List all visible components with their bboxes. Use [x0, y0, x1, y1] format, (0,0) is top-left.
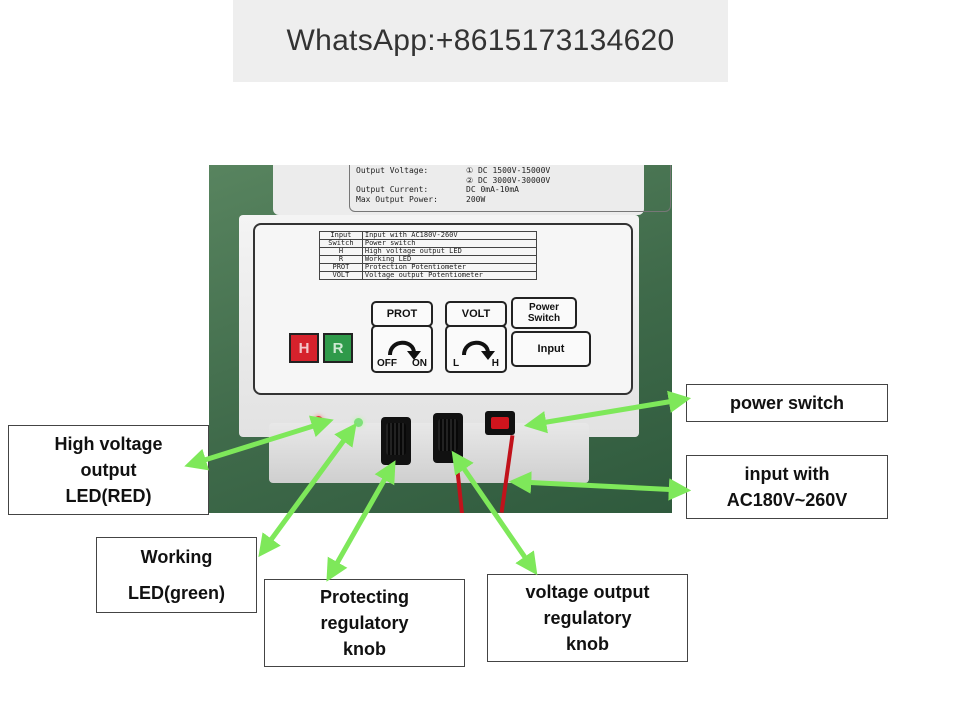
spec-output-current-label: Output Current: — [356, 185, 429, 194]
voltage-knob-callout-text: voltage output regulatory knob — [525, 582, 650, 654]
spec-max-power-value: 200W — [466, 195, 486, 204]
working-led-callout-text: Working LED(green) — [127, 547, 225, 603]
voltage-knob-callout: voltage output regulatory knob — [487, 574, 688, 662]
clockwise-arrow-icon — [462, 340, 495, 360]
volt-low-label: L — [453, 358, 460, 369]
hv-led-callout: High voltage output LED(RED) — [8, 425, 209, 515]
protecting-knob-arrow — [326, 460, 396, 582]
power-switch-callout: power switch — [686, 384, 888, 422]
spec-voltage-range-1: ① DC 1500V-15000V — [466, 166, 551, 175]
spec-output-voltage-label: Output Voltage: — [356, 166, 429, 175]
legend-description: Voltage output Potentiometer — [361, 271, 538, 280]
prot-on-label: ON — [412, 358, 427, 369]
r-led-badge: R — [323, 333, 353, 363]
working-led-callout: Working LED(green) — [96, 537, 257, 613]
volt-high-label: H — [491, 358, 499, 369]
working-led-arrow — [258, 422, 357, 558]
prot-off-label: OFF — [377, 358, 397, 369]
green-led — [354, 418, 363, 427]
hv-led-callout-text: High voltage output LED(RED) — [54, 434, 163, 506]
power-switch-arrow — [523, 390, 692, 434]
spec-max-power-label: Max Output Power: — [356, 195, 438, 204]
input-label-text: Input — [537, 342, 565, 355]
power-switch-label: Power Switch — [511, 297, 577, 329]
input-callout-text: input with AC180V~260V — [726, 464, 848, 510]
prot-knob-legend: OFF ON — [371, 325, 433, 373]
spec-voltage-range-2: ② DC 3000V-30000V — [466, 176, 551, 185]
spec-output-current-value: DC 0mA-10mA — [466, 185, 519, 194]
h-badge-text: H — [298, 339, 310, 357]
hv-led-arrow — [184, 415, 334, 471]
volt-label-text: VOLT — [461, 307, 491, 320]
whatsapp-banner: WhatsApp:+8615173134620 — [233, 0, 728, 82]
volt-knob-legend: L H — [445, 325, 507, 373]
protecting-knob[interactable] — [381, 417, 411, 465]
clockwise-arrow-icon — [388, 340, 421, 360]
voltage-knob-arrow — [451, 450, 538, 576]
h-led-badge: H — [289, 333, 319, 363]
power-switch[interactable] — [485, 411, 515, 435]
input-callout: input with AC180V~260V — [686, 455, 888, 519]
power-switch-rocker — [491, 417, 509, 429]
device-top: Output Voltage: ① DC 1500V-15000V ② DC 3… — [273, 165, 671, 215]
input-label: Input — [511, 331, 591, 367]
volt-label: VOLT — [445, 301, 507, 327]
r-badge-text: R — [332, 339, 344, 357]
protecting-knob-callout: Protecting regulatory knob — [264, 579, 465, 667]
protecting-knob-callout-text: Protecting regulatory knob — [319, 587, 409, 659]
spec-label: Output Voltage: ① DC 1500V-15000V ② DC 3… — [349, 165, 671, 212]
input-arrow — [508, 471, 692, 501]
prot-label-text: PROT — [386, 307, 418, 320]
power-switch-label-text: Power Switch — [527, 302, 561, 324]
whatsapp-contact-text: WhatsApp:+8615173134620 — [286, 24, 675, 57]
power-switch-callout-text: power switch — [729, 393, 845, 413]
